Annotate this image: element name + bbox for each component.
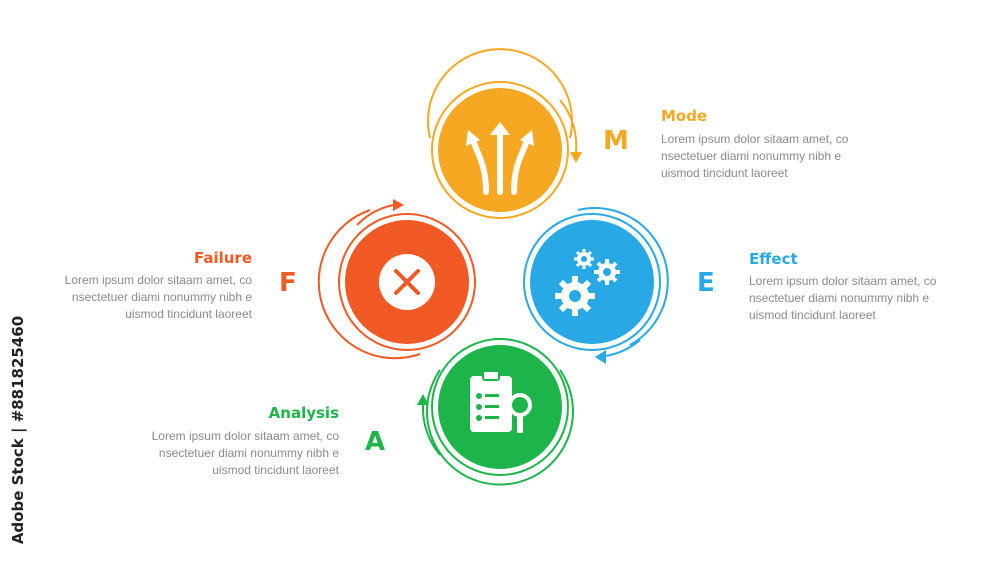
failure-title: Failure: [193, 249, 252, 267]
effect-letter: E: [697, 268, 715, 298]
analysis-ring-inner: [431, 338, 569, 476]
mode-letter: M: [603, 126, 629, 156]
gears-icon: [555, 249, 620, 316]
effect-description: Lorem ipsum dolor sitaam amet, co nsecte…: [749, 274, 937, 322]
mode-node: [427, 48, 582, 219]
failure-letter: F: [279, 268, 297, 298]
mode-description: Lorem ipsum dolor sitaam amet, co nsecte…: [661, 132, 849, 180]
effect-circle: [530, 220, 654, 344]
mode-ring-inner: [431, 81, 569, 219]
mode-ring-outer: [427, 48, 573, 139]
effect-title: Effect: [749, 250, 798, 268]
failure-description: Lorem ipsum dolor sitaam amet, co nsecte…: [64, 273, 252, 321]
failure-ring-inner: [338, 213, 476, 351]
mode-title: Mode: [661, 107, 708, 125]
mode-arrow-arc: [559, 99, 578, 153]
clipboard-search-icon: [470, 370, 532, 433]
analysis-letter: A: [365, 427, 386, 457]
failure-node: [317, 199, 476, 360]
analysis-arrow-arc: [421, 404, 441, 456]
stock-watermark-text: Adobe Stock | #881825460: [9, 315, 27, 545]
effect-arrow-head: [595, 350, 606, 364]
stock-watermark: Adobe Stock | #881825460: [8, 316, 28, 544]
effect-node: [523, 207, 669, 364]
mode-arrow-head: [570, 152, 582, 163]
analysis-ring-outer: [426, 369, 574, 486]
analysis-description: Lorem ipsum dolor sitaam amet, co nsecte…: [151, 429, 339, 477]
effect-ring-inner: [523, 213, 661, 351]
effect-arrow-arc: [605, 339, 641, 357]
analysis-arrow-head: [417, 394, 429, 405]
effect-ring-outer: [577, 207, 669, 346]
failure-arrow-arc: [356, 204, 394, 226]
analysis-node: [417, 338, 574, 486]
close-x-mark: [394, 269, 420, 295]
analysis-title: Analysis: [268, 404, 339, 422]
failure-ring-outer: [317, 209, 421, 360]
split-arrows-icon: [466, 122, 534, 195]
failure-arrow-head: [393, 199, 404, 211]
